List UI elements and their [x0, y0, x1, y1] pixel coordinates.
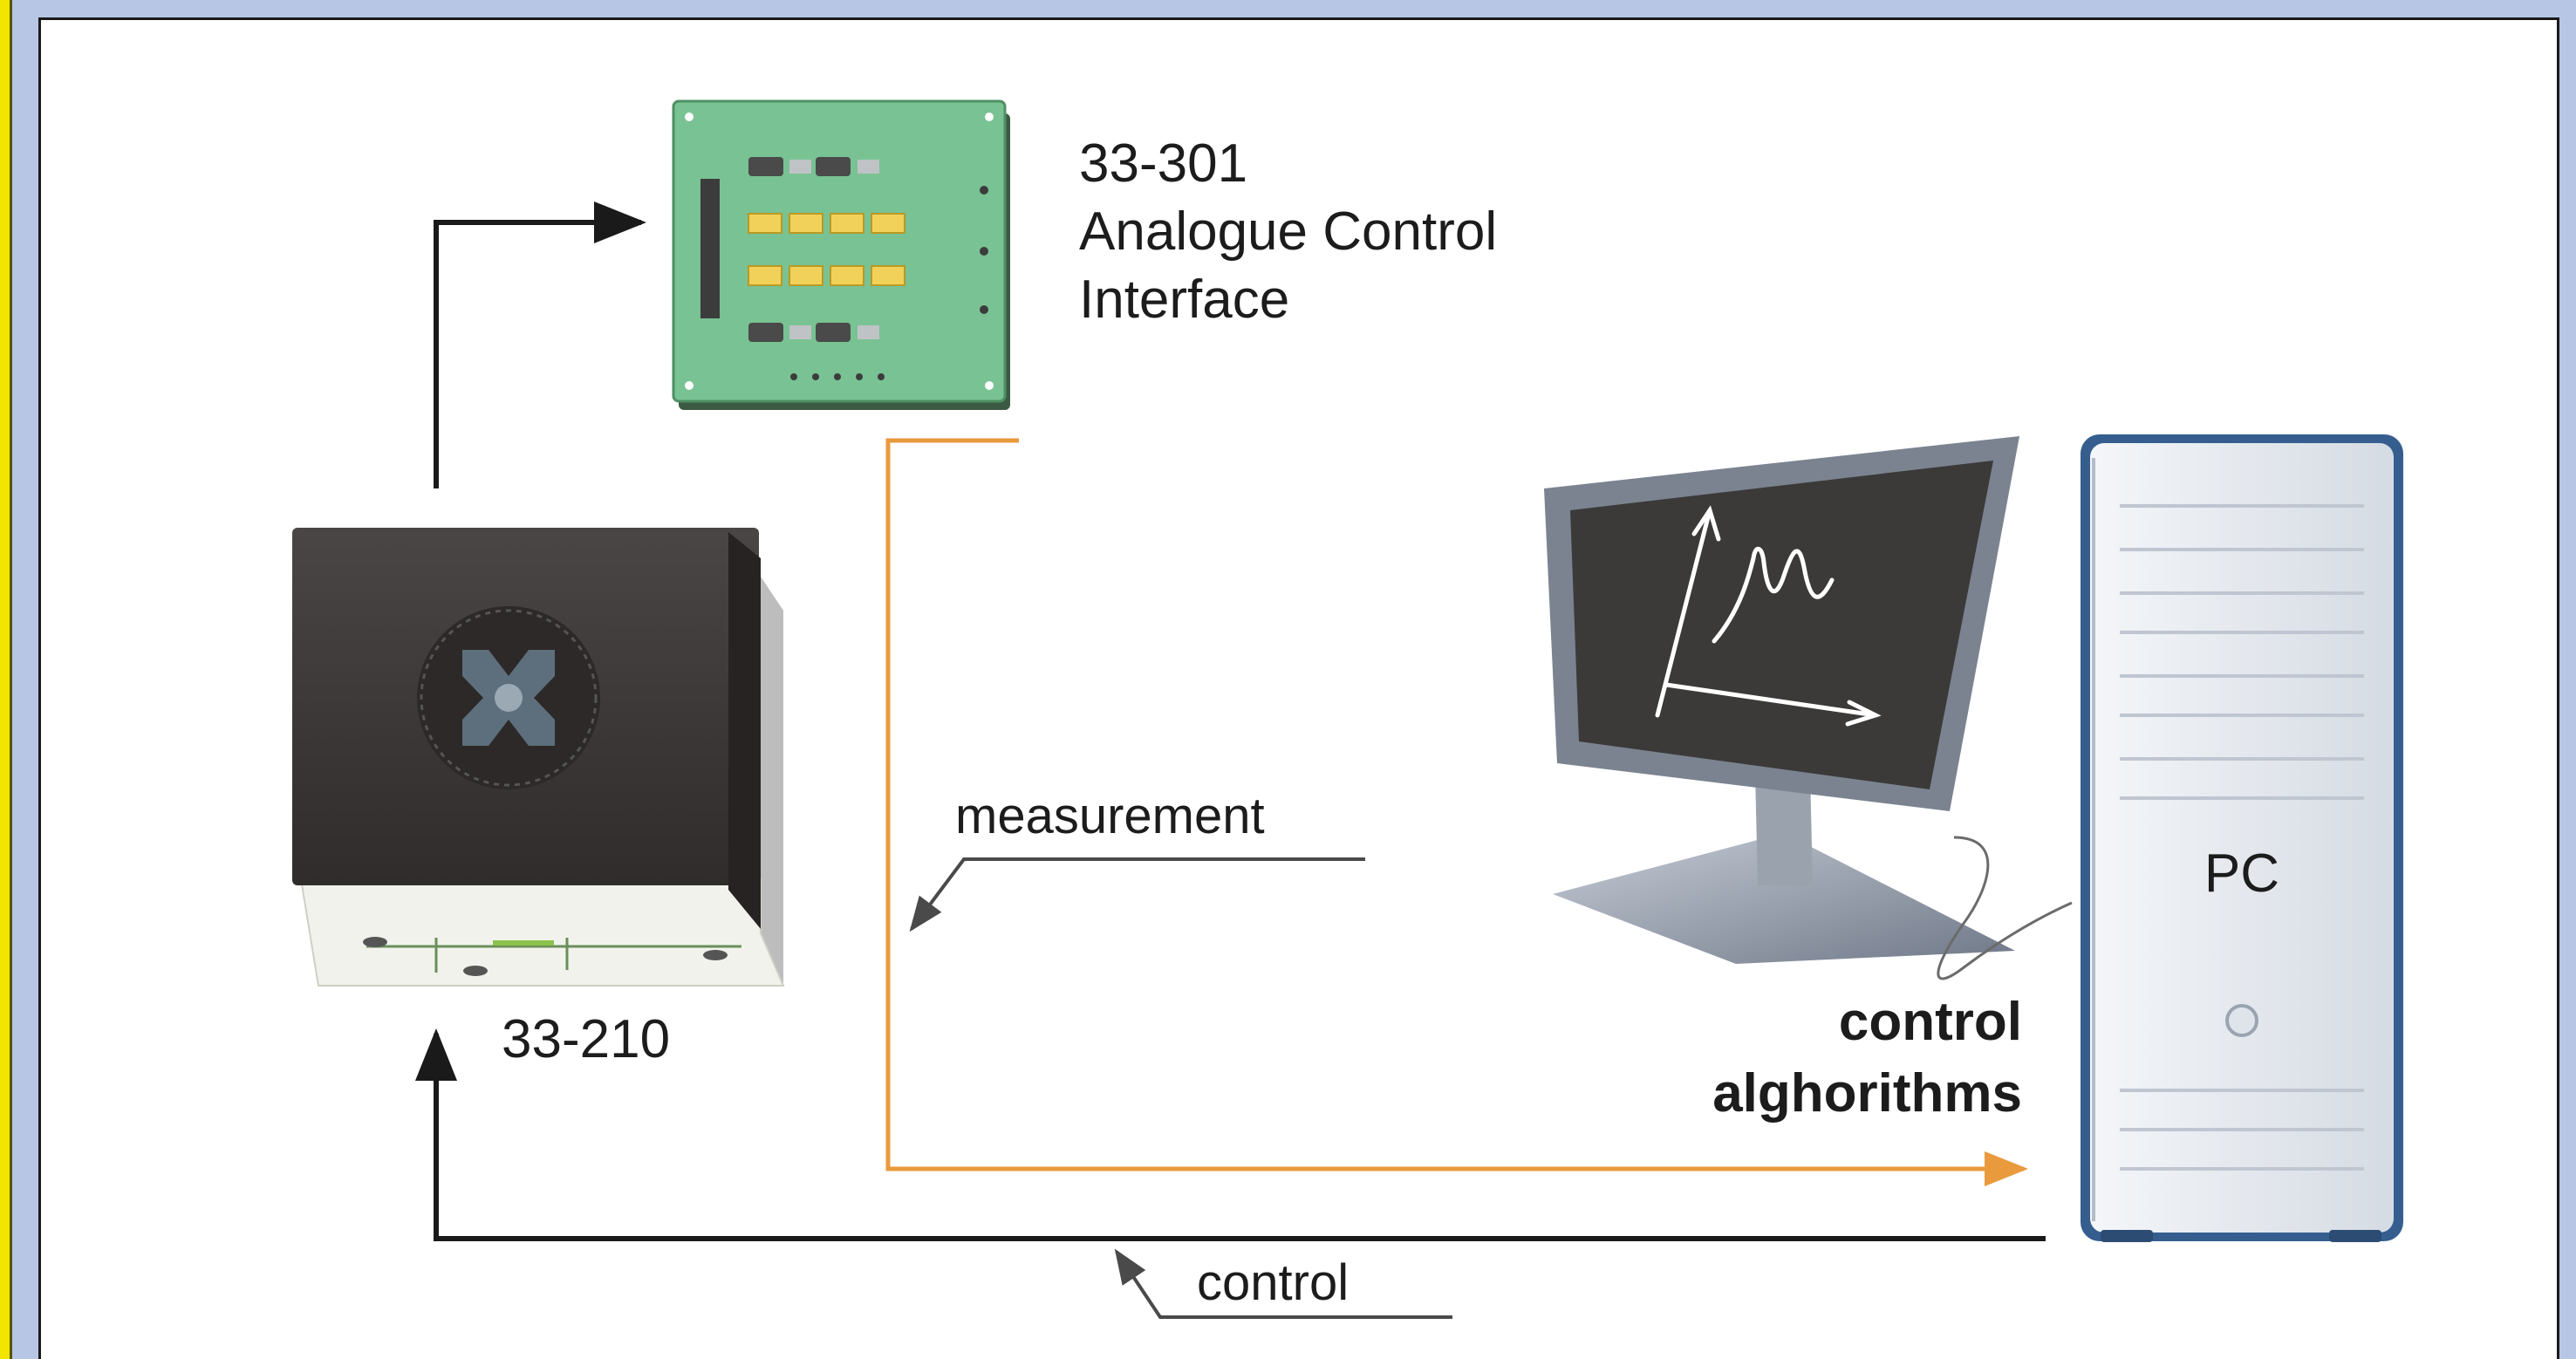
- algorithms-label-line2: alghorithms: [1712, 1063, 2022, 1123]
- circuit-board-icon: [672, 99, 1010, 410]
- interface-name-label-line2: Interface: [1079, 270, 1289, 330]
- output-signal-path: [434, 201, 646, 488]
- measurement-path: [885, 438, 2028, 1186]
- control-label: control: [1197, 1254, 1349, 1311]
- control-leader-line: [1114, 1248, 1452, 1319]
- left-border-bar: [0, 0, 12, 1359]
- measurement-leader-line: [909, 857, 1365, 932]
- measurement-label: measurement: [955, 788, 1265, 844]
- unit-model-label: 33-210: [502, 1009, 670, 1069]
- servo-unit-icon: [292, 528, 785, 987]
- control-path: [415, 1028, 2046, 1241]
- interface-model-label: 33-301: [1079, 133, 1247, 194]
- pc-label: PC: [2204, 843, 2279, 904]
- pc-tower-icon: [2081, 434, 2403, 1242]
- algorithms-label-line1: control: [1839, 992, 2022, 1052]
- monitor-icon: [1544, 436, 2073, 980]
- interface-name-label-line1: Analogue Control: [1079, 201, 1497, 262]
